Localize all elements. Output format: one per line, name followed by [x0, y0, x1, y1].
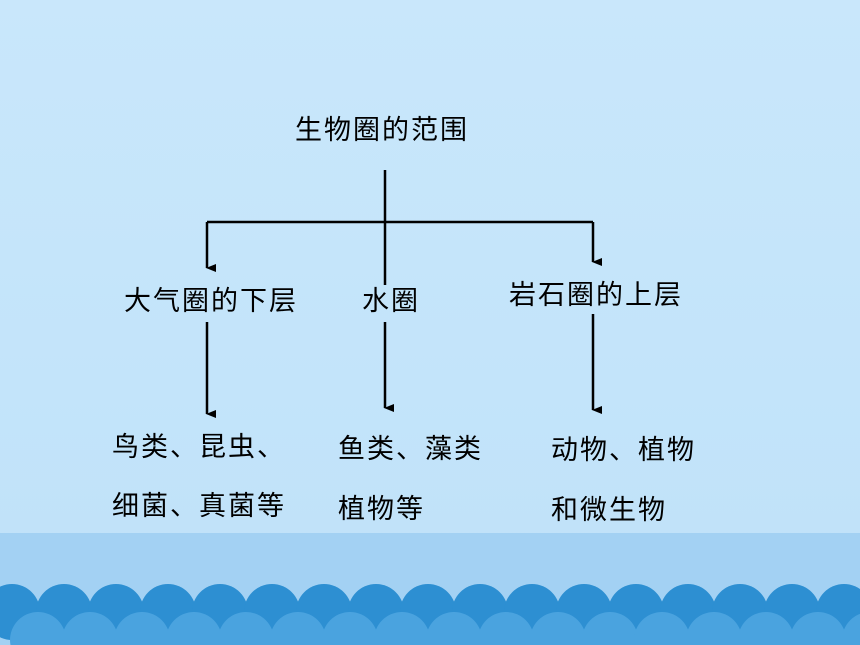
wave-bump-front — [426, 612, 482, 645]
lithosphere-examples-line-1: 动物、植物 — [551, 435, 696, 466]
wave-bump-front — [478, 612, 534, 645]
hydrosphere-examples-line-2: 植物等 — [338, 494, 425, 525]
branch-lithosphere-label: 岩石圈的上层 — [509, 280, 683, 311]
lithosphere-examples-line-2: 和微生物 — [551, 495, 667, 526]
wave-bump-front — [790, 612, 846, 645]
wave-bump-front — [62, 612, 118, 645]
wave-bump-front — [634, 612, 690, 645]
root-title: 生物圈的范围 — [295, 115, 469, 146]
wave-bump-front — [582, 612, 638, 645]
wave-bump-front — [686, 612, 742, 645]
wave-bump-front — [322, 612, 378, 645]
branch-hydrosphere-label: 水圈 — [362, 286, 420, 317]
wave-bump-front — [270, 612, 326, 645]
wave-bump-front — [114, 612, 170, 645]
branch-atmosphere-label: 大气圈的下层 — [124, 286, 298, 317]
atmosphere-examples-line-2: 细菌、真菌等 — [112, 491, 286, 522]
wave-bump-front — [218, 612, 274, 645]
hydrosphere-examples-line-1: 鱼类、藻类 — [338, 434, 483, 465]
wave-bump-front — [166, 612, 222, 645]
wave-bump-front — [374, 612, 430, 645]
wave-bump-front — [530, 612, 586, 645]
wave-bump-front — [842, 613, 860, 645]
wave-bump-front — [738, 612, 794, 645]
atmosphere-examples-line-1: 鸟类、昆虫、 — [112, 432, 286, 463]
wave-bump-front — [10, 612, 66, 645]
